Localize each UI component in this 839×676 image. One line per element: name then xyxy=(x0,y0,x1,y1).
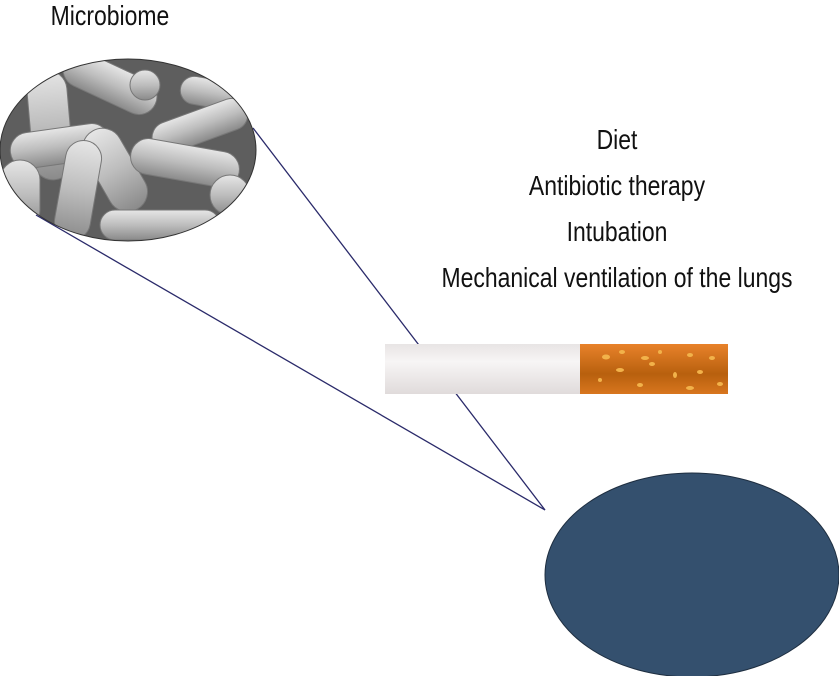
factor-intubation: Intubation xyxy=(566,216,668,247)
connector-line-upper xyxy=(252,127,546,511)
microbiome-title: Microbiome xyxy=(50,0,170,31)
connector-line-lower xyxy=(35,214,546,511)
factor-mechanical-ventilation: Mechanical ventilation of the lungs xyxy=(441,262,793,293)
cigarette-icon xyxy=(385,344,728,394)
factor-antibiotic-therapy: Antibiotic therapy xyxy=(528,170,706,201)
lung-ellipse xyxy=(544,472,839,676)
factor-diet: Diet xyxy=(596,124,638,155)
microbiome-image xyxy=(0,59,256,241)
microbiome-ellipse-outline xyxy=(0,58,257,242)
